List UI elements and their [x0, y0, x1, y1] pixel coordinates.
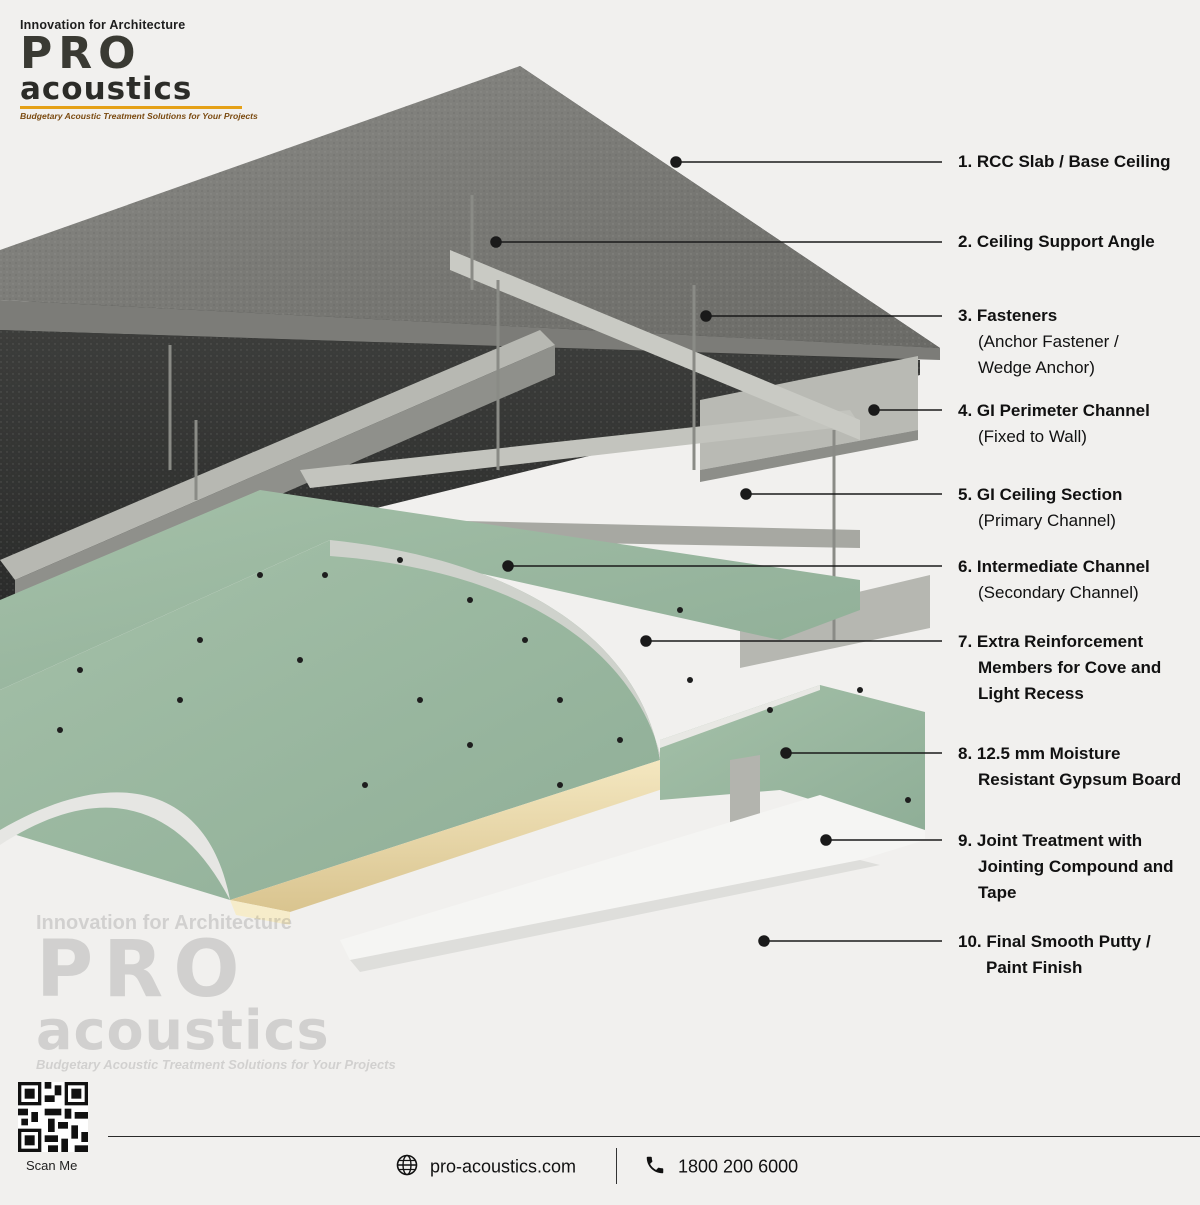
brand-watermark: Innovation for Architecture PRO acoustic…	[36, 912, 426, 1072]
board-screws	[57, 557, 911, 803]
watermark-name-top: PRO	[36, 925, 250, 1015]
qr-label: Scan Me	[26, 1158, 78, 1173]
label-ceiling-support-angle: 2. Ceiling Support Angle	[958, 232, 1155, 251]
brand-logo: Innovation for Architecture PRO acoustic…	[20, 18, 260, 121]
label-gypsum-board: 8. 12.5 mm Moisture Resistant Gypsum Boa…	[958, 744, 1182, 789]
leader-lines	[490, 156, 942, 947]
label-paint-finish: 10. Final Smooth Putty / Paint Finish	[958, 932, 1151, 977]
label-rcc-slab: 1. RCC Slab / Base Ceiling	[958, 152, 1171, 171]
label-intermediate-channel: 6. Intermediate Channel (Secondary Chann…	[958, 557, 1150, 602]
brand-subtitle: Budgetary Acoustic Treatment Solutions f…	[20, 111, 258, 121]
label-joint-treatment: 9. Joint Treatment with Jointing Compoun…	[958, 831, 1174, 902]
phone-text: 1800 200 6000	[678, 1156, 799, 1177]
globe-icon	[396, 1154, 418, 1181]
website-link[interactable]: pro-acoustics.com	[396, 1154, 576, 1181]
label-ceiling-section: 5. GI Ceiling Section (Primary Channel)	[958, 485, 1123, 530]
cove-light	[230, 760, 720, 925]
finished-soffit	[340, 795, 925, 972]
brand-name-top: PRO	[20, 28, 142, 79]
watermark-name-bottom: acoustics	[36, 999, 330, 1062]
brand-tagline: Innovation for Architecture	[20, 18, 186, 32]
phone-icon	[644, 1154, 666, 1181]
watermark-subtitle: Budgetary Acoustic Treatment Solutions f…	[36, 1057, 396, 1072]
watermark-tagline: Innovation for Architecture	[36, 912, 292, 934]
brand-name-bottom: acoustics	[20, 71, 193, 107]
footer-vertical-divider	[616, 1148, 617, 1184]
label-fasteners: 3. Fasteners (Anchor Fastener / Wedge An…	[958, 306, 1119, 377]
footer-divider	[108, 1136, 1200, 1137]
label-extra-reinforcement: 7. Extra Reinforcement Members for Cove …	[958, 632, 1162, 703]
gypsum-board-main	[0, 540, 664, 904]
label-perimeter-channel: 4. GI Perimeter Channel (Fixed to Wall)	[958, 401, 1150, 446]
brand-accent-rule	[20, 106, 242, 109]
gypsum-board-drop	[660, 685, 925, 835]
phone-link[interactable]: 1800 200 6000	[644, 1154, 798, 1181]
qr-code-icon[interactable]	[18, 1082, 88, 1152]
website-text: pro-acoustics.com	[430, 1156, 577, 1177]
